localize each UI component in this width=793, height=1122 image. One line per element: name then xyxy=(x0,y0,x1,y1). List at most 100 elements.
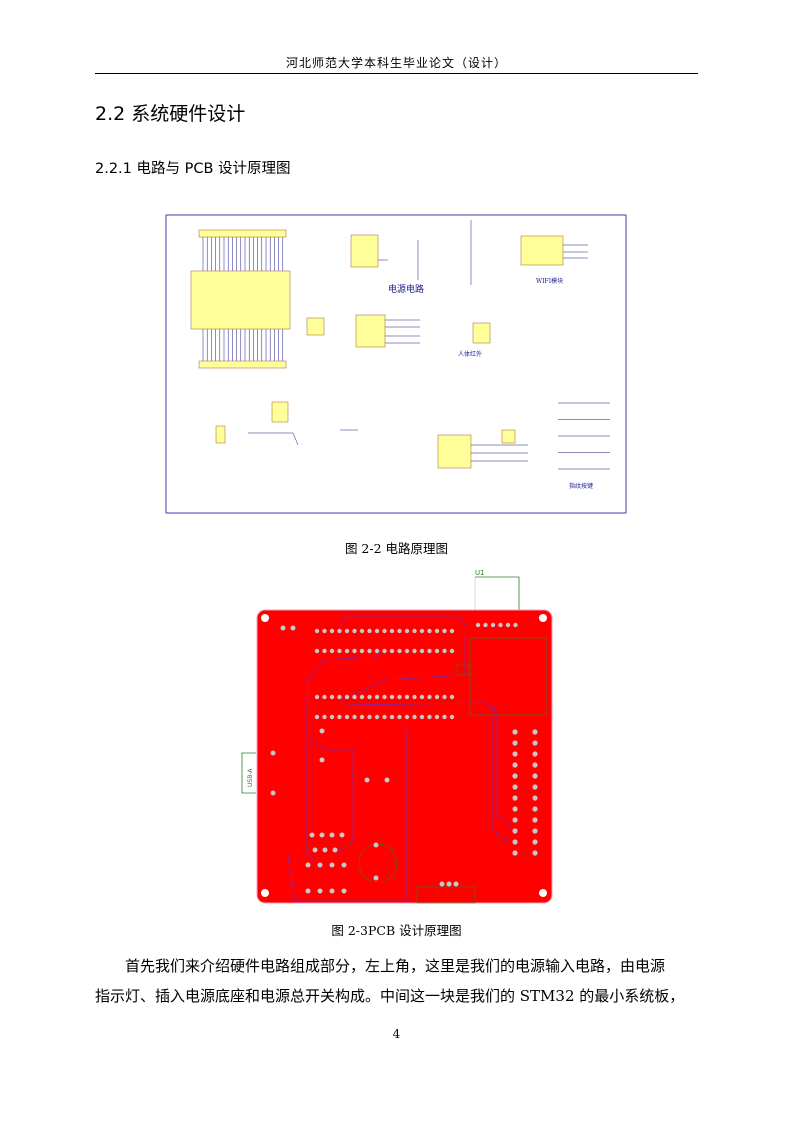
pcb-pad xyxy=(329,888,335,894)
pcb-pad xyxy=(322,694,327,700)
pcb-pad xyxy=(483,622,488,628)
schematic-component xyxy=(437,434,472,469)
pcb-pad xyxy=(427,628,432,634)
pcb-pad xyxy=(397,648,402,654)
pcb-pad xyxy=(337,694,342,700)
pcb-trace xyxy=(306,649,386,701)
pcb-pad xyxy=(532,806,538,812)
pcb-pad xyxy=(382,714,387,720)
pcb-trace xyxy=(309,739,354,856)
pcb-pad xyxy=(434,694,440,700)
pcb-layout-figure: U1 USB-A xyxy=(235,560,560,910)
pcb-pad xyxy=(512,817,518,823)
paragraph-line: 首先我们来介绍硬件电路组成部分，左上角，这里是我们的电源输入电路，由电源 xyxy=(125,957,666,975)
pcb-pad xyxy=(352,628,357,634)
pcb-pad xyxy=(364,777,370,783)
pcb-pad xyxy=(512,740,518,746)
pcb-pad xyxy=(339,832,345,838)
pcb-pad xyxy=(389,694,395,700)
pcb-pad xyxy=(532,762,538,768)
pcb-pad xyxy=(319,728,325,734)
pcb-pad xyxy=(512,795,518,801)
paragraph-line: 指示灯、插入电源底座和电源总开关构成。中间这一块是我们的 STM32 的最小系统… xyxy=(95,987,685,1005)
pcb-pad xyxy=(373,875,379,881)
pcb-pad xyxy=(373,842,379,848)
pcb-pad xyxy=(359,628,365,634)
pcb-pad xyxy=(367,648,372,654)
header-rule xyxy=(95,73,698,74)
pcb-pad xyxy=(344,714,350,720)
pcb-pad xyxy=(532,839,538,845)
schematic-component xyxy=(198,360,287,369)
pcb-pad xyxy=(384,777,390,783)
pcb-pad xyxy=(305,888,311,894)
pcb-pad xyxy=(367,628,372,634)
pcb-pad xyxy=(532,817,538,823)
pcb-trace xyxy=(488,704,513,829)
pcb-pad xyxy=(382,648,387,654)
schematic-component xyxy=(472,322,491,344)
pcb-pad xyxy=(505,622,511,628)
pcb-pad xyxy=(341,862,347,868)
pcb-pad xyxy=(412,648,417,654)
pcb-pad xyxy=(512,729,518,735)
pcb-pad xyxy=(449,714,455,720)
pcb-pad xyxy=(404,714,410,720)
pcb-pad xyxy=(322,628,327,634)
pcb-pad xyxy=(319,757,325,763)
pcb-trace xyxy=(306,700,316,861)
pcb-pad xyxy=(329,832,335,838)
pcb-pad xyxy=(419,628,425,634)
pcb-pad xyxy=(341,888,347,894)
pcb-pad xyxy=(532,828,538,834)
pcb-pad xyxy=(352,694,357,700)
pcb-pad xyxy=(359,694,365,700)
u1-label: U1 xyxy=(475,569,485,577)
pcb-pad xyxy=(434,648,440,654)
pcb-pad xyxy=(332,847,338,853)
pcb-pad xyxy=(427,714,432,720)
pcb-pad xyxy=(314,714,320,720)
schematic-component xyxy=(350,234,379,268)
schematic-component xyxy=(198,229,287,238)
pcb-pad xyxy=(453,881,459,887)
pcb-trace xyxy=(339,635,466,702)
schematic-component xyxy=(520,235,564,266)
pcb-pad xyxy=(397,714,402,720)
wifi-module-label: WIFI模块 xyxy=(536,277,563,285)
pcb-pad xyxy=(442,694,447,700)
pcb-pad xyxy=(319,832,325,838)
pcb-pad xyxy=(344,694,350,700)
pcb-pad xyxy=(329,694,335,700)
pcb-pad xyxy=(404,694,410,700)
pcb-pad xyxy=(446,881,452,887)
power-circuit-label: 电源电路 xyxy=(388,283,424,295)
pcb-pad xyxy=(382,628,387,634)
pcb-pad xyxy=(337,714,342,720)
body-paragraph: 首先我们来介绍硬件电路组成部分，左上角，这里是我们的电源输入电路，由电源 指示灯… xyxy=(95,951,698,1011)
schematic-component xyxy=(306,317,325,336)
pcb-pad xyxy=(305,862,311,868)
pcb-pad xyxy=(270,750,276,756)
pcb-pad xyxy=(490,622,496,628)
page-number: 4 xyxy=(392,1027,401,1041)
pcb-pad xyxy=(532,784,538,790)
pcb-pad xyxy=(449,648,455,654)
pir-sensor-label: 人体红外 xyxy=(458,350,482,358)
pcb-pad xyxy=(412,628,417,634)
schematic-component xyxy=(190,270,291,330)
pcb-pad xyxy=(389,628,395,634)
schematic-wire xyxy=(292,432,299,446)
pcb-pad xyxy=(532,773,538,779)
pcb-pad xyxy=(532,795,538,801)
circuit-schematic-figure: 电源电路 WIFI模块 人体红外 指纹按键 xyxy=(158,200,638,525)
pcb-pad xyxy=(374,694,380,700)
pcb-pad xyxy=(280,625,286,631)
pcb-pad xyxy=(419,648,425,654)
pcb-pad xyxy=(329,628,335,634)
usb-a-label: USB-A xyxy=(247,768,254,787)
pcb-pad xyxy=(532,751,538,757)
pcb-pad xyxy=(532,740,538,746)
pcb-pad xyxy=(512,773,518,779)
pcb-pad xyxy=(312,847,318,853)
